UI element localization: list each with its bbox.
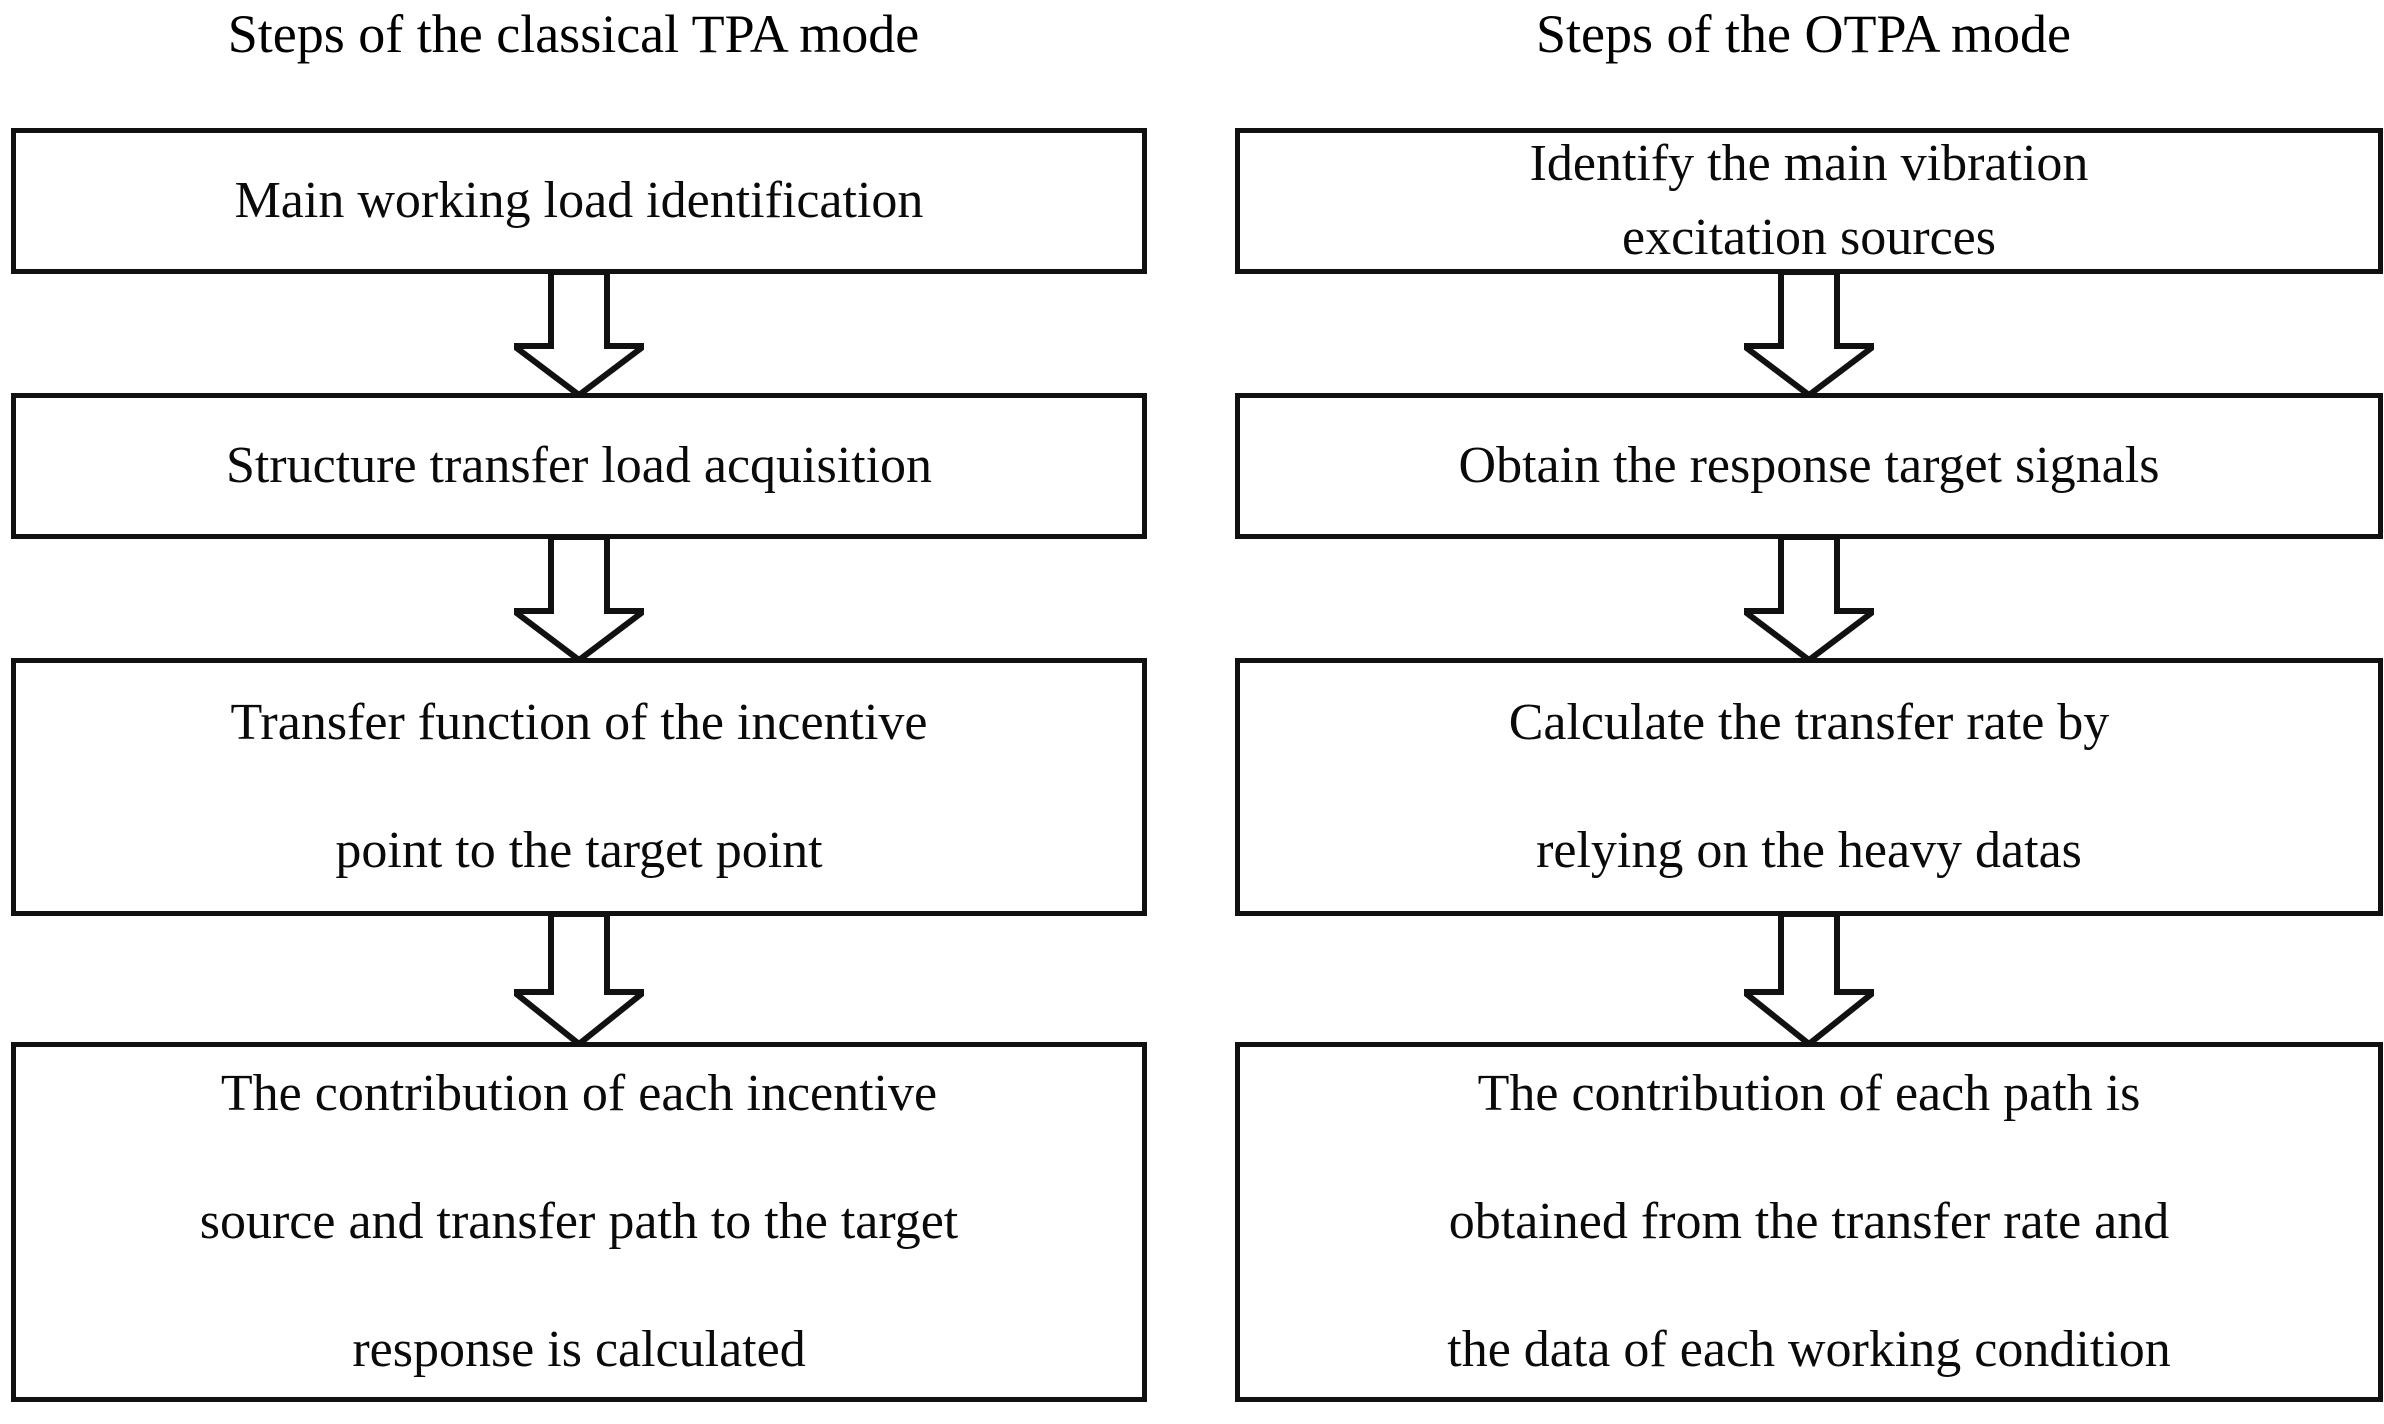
flow-box-line: response is calculated bbox=[352, 1321, 806, 1378]
flow-box-line: relying on the heavy datas bbox=[1536, 822, 2082, 879]
flow-box-otpa-step-2: Obtain the response target signals bbox=[1235, 393, 2383, 539]
flow-box-line: source and transfer path to the target bbox=[199, 1193, 959, 1250]
flow-box-otpa-step-4: The contribution of each path is obtaine… bbox=[1235, 1042, 2383, 1402]
flow-box-line: Identify the main vibration bbox=[1529, 135, 2089, 192]
flow-box-line: Structure transfer load acquisition bbox=[225, 437, 933, 494]
flow-box-line: the data of each working condition bbox=[1447, 1321, 2171, 1378]
flow-box-line: Obtain the response target signals bbox=[1458, 437, 2160, 494]
down-block-arrow-icon bbox=[1744, 914, 1874, 1044]
flow-box-otpa-step-3: Calculate the transfer rate by relying o… bbox=[1235, 658, 2383, 916]
flow-column-tpa: Steps of the classical TPA mode Main wor… bbox=[0, 0, 1160, 1424]
down-block-arrow-icon bbox=[514, 537, 644, 660]
flow-box-line: The contribution of each path is bbox=[1477, 1065, 2141, 1122]
column-title-tpa: Steps of the classical TPA mode bbox=[227, 4, 920, 64]
down-block-arrow-icon bbox=[514, 272, 644, 395]
down-block-arrow-icon bbox=[1744, 537, 1874, 660]
flow-box-tpa-step-4: The contribution of each incentive sourc… bbox=[11, 1042, 1147, 1402]
column-title-otpa: Steps of the OTPA mode bbox=[1535, 4, 2072, 64]
down-block-arrow-icon bbox=[514, 914, 644, 1044]
flow-column-otpa: Steps of the OTPA mode Identify the main… bbox=[1224, 0, 2384, 1424]
flow-box-line: The contribution of each incentive bbox=[220, 1065, 938, 1122]
flow-box-tpa-step-1: Main working load identification bbox=[11, 128, 1147, 274]
flow-box-otpa-step-1: Identify the main vibration excitation s… bbox=[1235, 128, 2383, 274]
flow-box-tpa-step-2: Structure transfer load acquisition bbox=[11, 393, 1147, 539]
flow-box-line: excitation sources bbox=[1622, 209, 1996, 266]
flow-box-line: obtained from the transfer rate and bbox=[1448, 1193, 2170, 1250]
flow-box-tpa-step-3: Transfer function of the incentive point… bbox=[11, 658, 1147, 916]
flow-box-line: point to the target point bbox=[335, 822, 823, 879]
flow-box-line: Transfer function of the incentive bbox=[230, 694, 928, 751]
down-block-arrow-icon bbox=[1744, 272, 1874, 395]
flow-box-line: Main working load identification bbox=[234, 172, 924, 229]
flow-box-line: Calculate the transfer rate by bbox=[1508, 694, 2110, 751]
